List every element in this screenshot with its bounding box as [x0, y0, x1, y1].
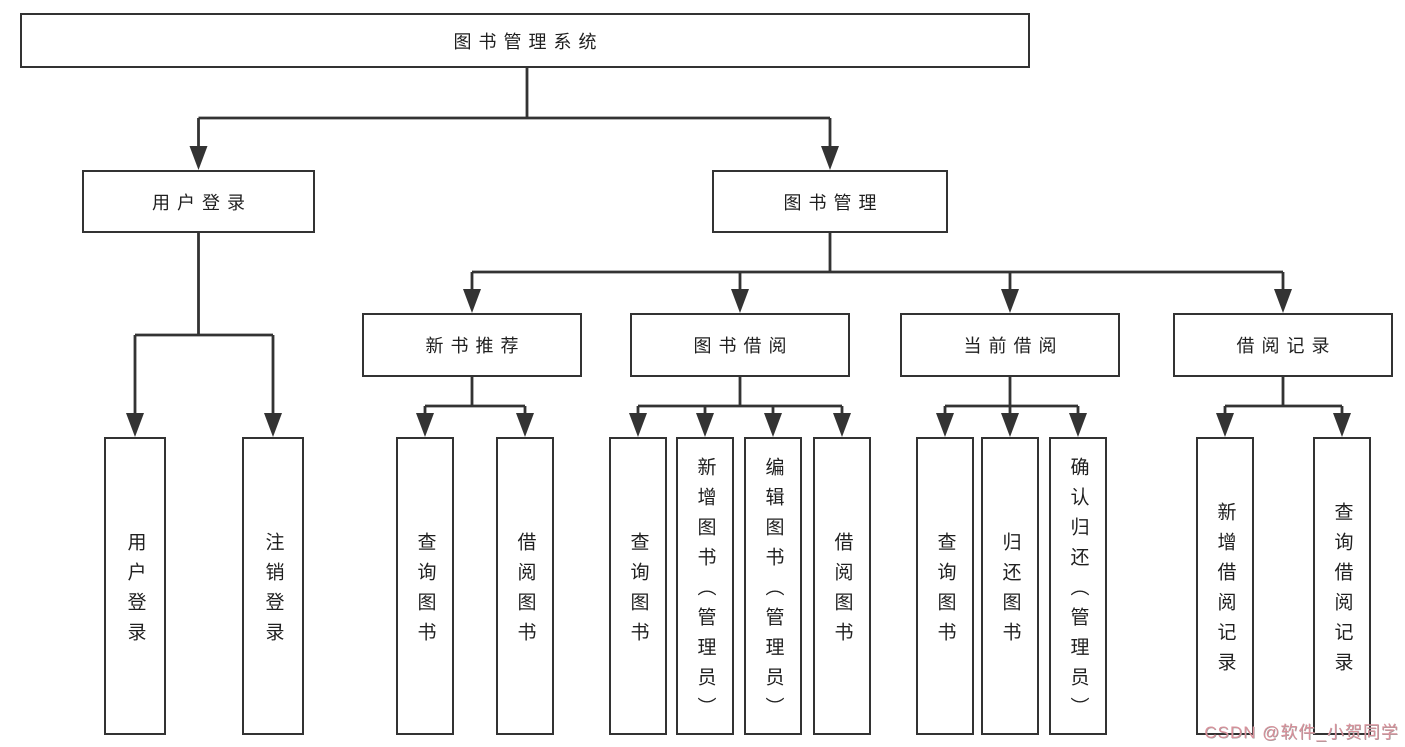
leaf-return-books: 归还图书: [981, 437, 1039, 735]
node-book-borrowing: 图书借阅: [630, 313, 850, 377]
leaf-user-login: 用户登录: [104, 437, 166, 735]
leaf-query-books-borrow: 查询图书: [609, 437, 667, 735]
leaf-add-book-admin: 新增图书（管理员）: [676, 437, 734, 735]
leaf-query-books-current: 查询图书: [916, 437, 974, 735]
node-current-borrowing: 当前借阅: [900, 313, 1120, 377]
leaf-borrow-books-recommend: 借阅图书: [496, 437, 554, 735]
leaf-logout: 注销登录: [242, 437, 304, 735]
node-borrowing-records: 借阅记录: [1173, 313, 1393, 377]
arrowheads: [126, 146, 1351, 437]
node-book-management: 图书管理: [712, 170, 948, 233]
leaf-query-borrow-record: 查询借阅记录: [1313, 437, 1371, 735]
node-user-login: 用户登录: [82, 170, 315, 233]
csdn-watermark: CSDN @软件_小贺同学: [1204, 723, 1399, 742]
leaf-edit-book-admin: 编辑图书（管理员）: [744, 437, 802, 735]
leaf-query-books-recommend: 查询图书: [396, 437, 454, 735]
leaf-add-borrow-record: 新增借阅记录: [1196, 437, 1254, 735]
node-library-management-system: 图书管理系统: [20, 13, 1030, 68]
leaf-confirm-return-admin: 确认归还（管理员）: [1049, 437, 1107, 735]
node-new-book-recommendation: 新书推荐: [362, 313, 582, 377]
leaf-borrow-books: 借阅图书: [813, 437, 871, 735]
